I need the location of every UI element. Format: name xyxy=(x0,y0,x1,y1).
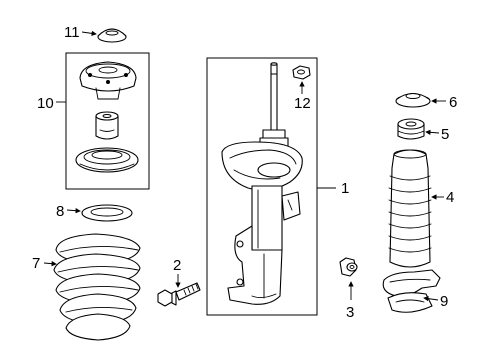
callout-2: 2 xyxy=(173,257,181,274)
callout-11: 11 xyxy=(64,24,80,41)
upper-insulator-part xyxy=(97,28,127,43)
callout-1: 1 xyxy=(341,180,349,197)
coil-spring-part xyxy=(53,233,141,341)
lower-spring-seat-part xyxy=(382,269,441,313)
grommet-part xyxy=(339,257,358,277)
callout-3: 3 xyxy=(346,304,354,321)
callout-4: 4 xyxy=(446,189,454,206)
strut-assembly-box xyxy=(206,57,318,316)
strut-bearing-part xyxy=(75,147,139,173)
callout-10: 10 xyxy=(37,95,54,112)
callout-8: 8 xyxy=(56,203,64,220)
callout-6: 6 xyxy=(449,94,457,111)
jounce-bumper-part xyxy=(397,118,425,140)
callout-9: 9 xyxy=(440,293,448,310)
callout-12: 12 xyxy=(294,95,311,112)
strut-part xyxy=(221,62,303,305)
callout-5: 5 xyxy=(441,126,449,143)
bump-stop-part xyxy=(95,111,119,140)
spring-isolator-part xyxy=(81,204,133,222)
nut-part xyxy=(292,65,311,80)
dust-boot-part xyxy=(388,149,432,268)
mount-kit-box xyxy=(65,52,150,190)
bolt-part xyxy=(157,282,201,307)
callout-7: 7 xyxy=(32,255,40,272)
strut-mount-part xyxy=(79,61,137,100)
dust-cap-part xyxy=(395,92,431,108)
